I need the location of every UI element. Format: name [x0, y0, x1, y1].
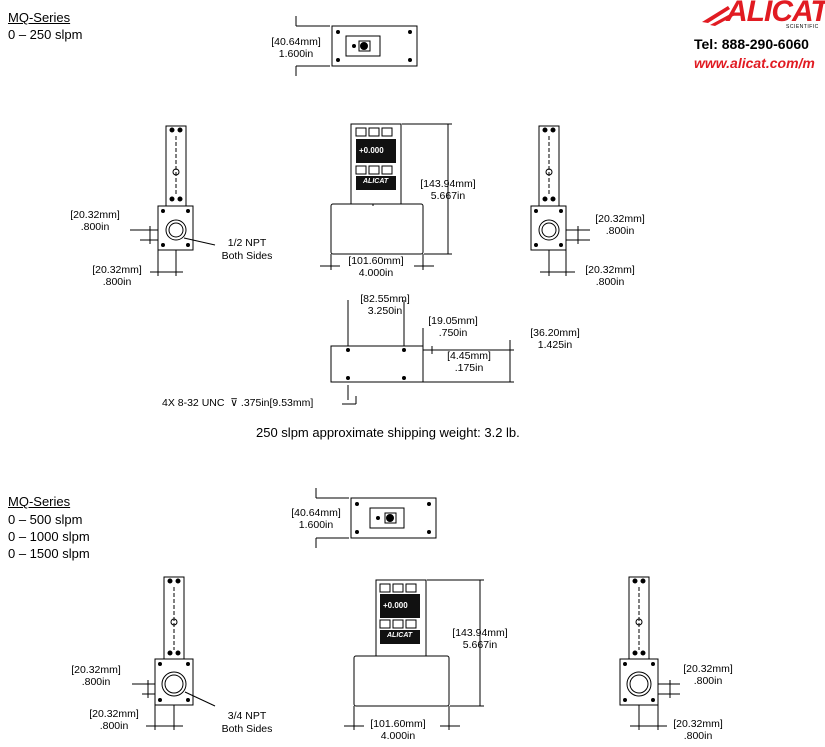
- series-title-1: MQ-Series: [8, 10, 71, 25]
- dim-top-height-2: 40.64mm1.600in: [282, 507, 350, 531]
- alicat-logo-swoosh: [702, 6, 735, 26]
- shipping-weight: 250 slpm approximate shipping weight: 3.…: [256, 425, 520, 440]
- dim-top-height-1: 40.64mm1.600in: [262, 36, 330, 60]
- alicat-logo: ALICAT SCIENTIFIC: [700, 0, 825, 30]
- dim-left-w2-2: 20.32mm.800in: [82, 708, 146, 732]
- dim-center-height-2: 143.94mm5.667in: [446, 627, 514, 651]
- dim-right-w2-2: 20.32mm.800in: [666, 718, 730, 742]
- display-brand-1: ALICAT: [363, 178, 389, 185]
- range-2-0: 0 – 500 slpm: [8, 512, 83, 527]
- dim-left-w1-1: 20.32mm.800in: [64, 209, 126, 233]
- dim-right-w1-2: 20.32mm.800in: [676, 663, 740, 687]
- dim-left-w1-2: 20.32mm.800in: [64, 664, 128, 688]
- dim-base-d: 4.45mm.175in: [438, 350, 500, 374]
- display-reading-1: +0.000: [359, 146, 384, 155]
- series-title-2: MQ-Series: [8, 494, 71, 509]
- display-brand-2: ALICAT: [387, 632, 413, 639]
- dim-right-w2-1: 20.32mm.800in: [578, 264, 642, 288]
- dim-left-w2-1: 20.32mm.800in: [86, 264, 148, 288]
- bolt-note: 4X 8-32 UNC ⊽ .375in[9.53mm]: [162, 397, 314, 409]
- range-2-2: 0 – 1500 slpm: [8, 546, 90, 561]
- dim-base-c: 36.20mm1.425in: [522, 327, 588, 351]
- depth-symbol-icon: ⊽: [230, 397, 238, 409]
- display-reading-2: +0.000: [383, 601, 408, 610]
- dim-center-width-1: 101.60mm4.000in: [340, 255, 412, 279]
- brand-wordmark: ALICAT: [726, 0, 825, 28]
- brand-sub: SCIENTIFIC: [786, 24, 819, 30]
- range-2-1: 0 – 1000 slpm: [8, 529, 90, 544]
- dim-base-b: 19.05mm.750in: [420, 315, 486, 339]
- dim-center-width-2: 101.60mm4.000in: [362, 718, 434, 742]
- dim-base-a: 82.55mm3.250in: [352, 293, 418, 317]
- top-view-body-1: [331, 25, 418, 67]
- website-link[interactable]: www.alicat.com/m: [694, 55, 815, 71]
- dim-center-height-1: 143.94mm5.667in: [414, 178, 482, 202]
- range-1-0: 0 – 250 slpm: [8, 27, 83, 42]
- phone-number: Tel: 888-290-6060: [694, 36, 809, 52]
- dim-right-w1-1: 20.32mm.800in: [588, 213, 652, 237]
